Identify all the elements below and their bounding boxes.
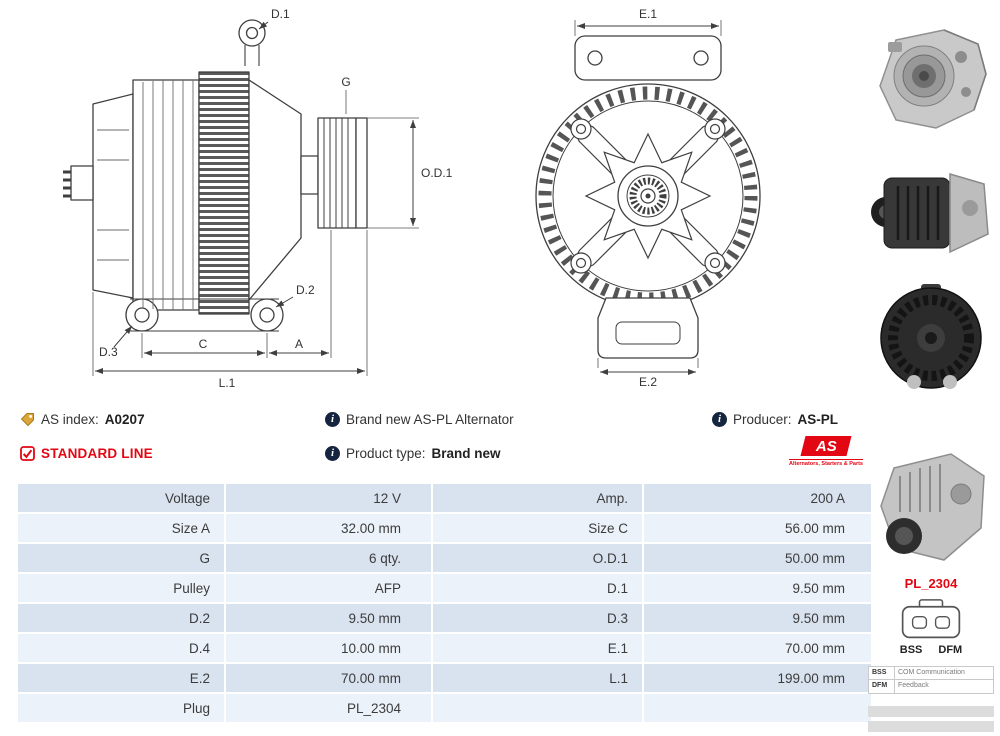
product-photo-2[interactable] <box>866 158 996 264</box>
spec-label: D.4 <box>18 634 224 662</box>
info-icon: i <box>325 412 340 427</box>
spec-value: 70.00 mm <box>644 634 871 662</box>
spec-value: 12 V <box>226 484 431 512</box>
spec-table: Voltage 12 V Amp. 200 A Size A 32.00 mm … <box>18 484 871 722</box>
dim-label-od1: O.D.1 <box>421 166 453 180</box>
spec-label: E.1 <box>433 634 642 662</box>
dim-label-d3: D.3 <box>99 345 118 359</box>
spec-value: 6 qty. <box>226 544 431 572</box>
spec-label: G <box>18 544 224 572</box>
standard-line-field: STANDARD LINE <box>20 446 153 461</box>
spec-label: Amp. <box>433 484 642 512</box>
info-icon: i <box>712 412 727 427</box>
as-index-label: AS index: <box>41 412 99 427</box>
dfm-pin-label: DFM <box>938 644 963 656</box>
spec-label: E.2 <box>18 664 224 692</box>
spec-value: AFP <box>226 574 431 602</box>
as-pl-logo-text: AS <box>815 437 837 455</box>
tag-icon <box>20 413 34 427</box>
pin-description: Feedback <box>894 679 994 694</box>
table-row: D.2 9.50 mm D.3 9.50 mm <box>18 604 871 632</box>
dim-label-d1: D.1 <box>271 7 290 21</box>
spec-value: 70.00 mm <box>226 664 431 692</box>
spec-value: 200 A <box>644 484 871 512</box>
table-row: Pulley AFP D.1 9.50 mm <box>18 574 871 602</box>
placeholder-bar <box>868 721 994 732</box>
spec-label: L.1 <box>433 664 642 692</box>
spec-label: Size A <box>18 514 224 542</box>
spec-label: Plug <box>18 694 224 722</box>
product-type-field: i Product type: Brand new <box>325 446 501 461</box>
table-row: Voltage 12 V Amp. 200 A <box>18 484 871 512</box>
spec-label: D.3 <box>433 604 642 632</box>
table-row: G 6 qty. O.D.1 50.00 mm <box>18 544 871 572</box>
info-icon: i <box>325 446 340 461</box>
product-photo-4[interactable] <box>866 446 996 572</box>
spec-value: PL_2304 <box>226 694 431 722</box>
as-index-field: AS index: A0207 <box>20 412 145 427</box>
table-row: Size A 32.00 mm Size C 56.00 mm <box>18 514 871 542</box>
dim-label-e2: E.2 <box>639 375 657 388</box>
as-index-value: A0207 <box>104 412 145 427</box>
standard-line-label: STANDARD LINE <box>41 446 153 461</box>
plug-pin-labels: BSS DFM <box>862 644 1000 656</box>
dim-label-e1: E.1 <box>639 7 657 21</box>
spec-value: 9.50 mm <box>226 604 431 632</box>
spec-value <box>644 694 871 722</box>
placeholder-bar <box>868 706 994 717</box>
as-pl-logo-tagline: Alternators, Starters & Parts <box>789 459 863 467</box>
checkbox-checked-icon <box>20 446 35 461</box>
product-type-label: Product type: <box>346 446 426 461</box>
bss-pin-label: BSS <box>899 644 923 656</box>
producer-label: Producer: <box>733 412 792 427</box>
producer-value: AS-PL <box>797 412 839 427</box>
pin-name: DFM <box>868 679 895 694</box>
spec-label: Voltage <box>18 484 224 512</box>
spec-label: O.D.1 <box>433 544 642 572</box>
dim-label-l1: L.1 <box>219 376 236 390</box>
as-pl-logo-flag: AS <box>800 436 852 456</box>
pin-description-table: BSS COM Communication DFM Feedback <box>868 665 994 694</box>
table-row: DFM Feedback <box>868 679 994 694</box>
as-pl-logo: AS Alternators, Starters & Parts <box>786 436 866 467</box>
spec-value: 10.00 mm <box>226 634 431 662</box>
spec-value: 32.00 mm <box>226 514 431 542</box>
dim-label-d2: D.2 <box>296 283 315 297</box>
producer-field: i Producer: AS-PL <box>712 412 838 427</box>
product-type-value: Brand new <box>431 446 501 461</box>
dim-label-a: A <box>295 337 303 351</box>
spec-label: Size C <box>433 514 642 542</box>
spec-value: 9.50 mm <box>644 574 871 602</box>
product-photo-3[interactable] <box>866 280 996 398</box>
spec-value: 199.00 mm <box>644 664 871 692</box>
technical-drawing-side-view: D.1 G O.D.1 D.2 D.3 C A L.1 <box>63 7 453 390</box>
dim-label-g: G <box>341 75 350 89</box>
dim-label-c: C <box>199 337 208 351</box>
technical-drawing-front-view: E.1 E.2 <box>535 7 761 388</box>
product-title-field: i Brand new AS-PL Alternator <box>325 412 514 427</box>
spec-value: 56.00 mm <box>644 514 871 542</box>
spec-value: 9.50 mm <box>644 604 871 632</box>
table-row: Plug PL_2304 <box>18 694 871 722</box>
spec-label <box>433 694 642 722</box>
product-photos-panel: PL_2304 BSS DFM BSS COM Communication DF… <box>862 0 1000 736</box>
table-row: D.4 10.00 mm E.1 70.00 mm <box>18 634 871 662</box>
spec-value: 50.00 mm <box>644 544 871 572</box>
spec-label: D.2 <box>18 604 224 632</box>
product-title: Brand new AS-PL Alternator <box>346 412 514 427</box>
table-row: BSS COM Communication <box>868 665 994 681</box>
pin-name: BSS <box>868 665 895 681</box>
spec-label: D.1 <box>433 574 642 602</box>
spec-label: Pulley <box>18 574 224 602</box>
table-row: E.2 70.00 mm L.1 199.00 mm <box>18 664 871 692</box>
plug-code-label: PL_2304 <box>904 576 958 591</box>
product-photo-1[interactable] <box>866 22 996 134</box>
plug-connector-icon <box>901 599 961 639</box>
pin-description: COM Communication <box>894 665 994 681</box>
